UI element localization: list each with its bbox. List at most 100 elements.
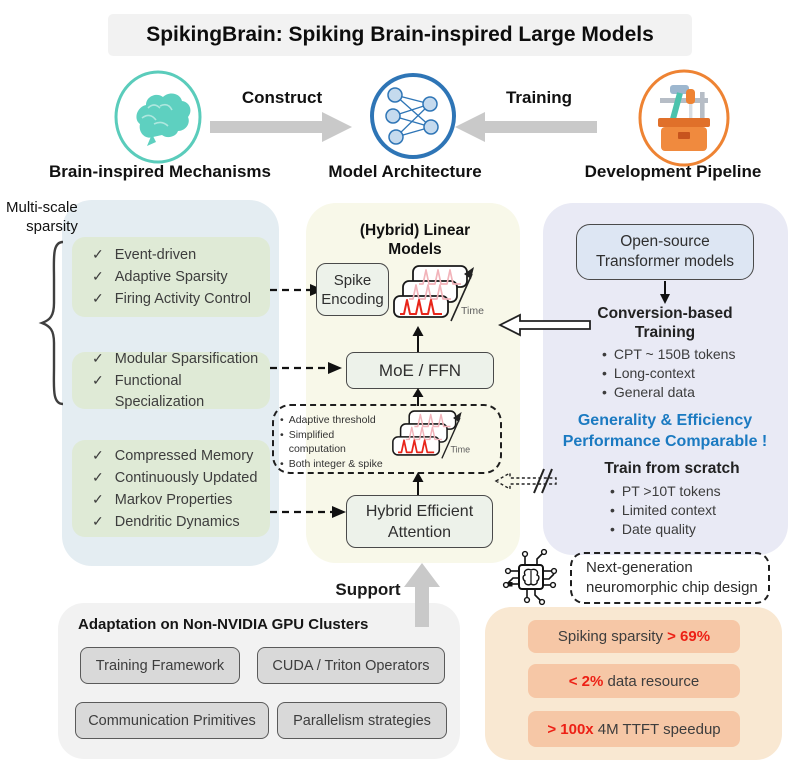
check-item-label: Continuously Updated xyxy=(114,469,258,486)
support-arrow-icon xyxy=(404,563,440,627)
construct-arrow-icon xyxy=(210,112,352,142)
check-item-label: Event-driven xyxy=(114,247,197,263)
bullet-icon: • xyxy=(280,414,284,426)
title-banner: SpikingBrain: Spiking Brain-inspired Lar… xyxy=(108,14,692,56)
bullet-icon: • xyxy=(602,365,607,381)
check-item: ✓ Functional Specialization xyxy=(92,370,270,413)
communication-primitives-box: Communication Primitives xyxy=(75,702,269,739)
check-icon: ✓ xyxy=(92,372,104,388)
architecture-caption: Model Architecture xyxy=(328,162,482,181)
bullet-item: •General data xyxy=(602,384,695,400)
bullet-icon: • xyxy=(610,483,615,499)
result-row-speedup: > 100x 4M TTFT speedup xyxy=(528,711,740,747)
support-label: Support xyxy=(335,580,401,599)
check-item-label: Adaptive Sparsity xyxy=(114,269,228,285)
spiking-neuron-dashed-box xyxy=(272,404,502,474)
check-item: ✓ Continuously Updated xyxy=(92,467,270,489)
spike-encoding-box: Spike Encoding xyxy=(316,263,389,316)
brace-icon xyxy=(38,240,64,406)
spiking-neuron-notes: •Adaptive threshold •Simplified computat… xyxy=(280,413,392,471)
check-item-label: Firing Activity Control xyxy=(114,291,251,307)
check-item-label: Functional Specialization xyxy=(114,373,205,410)
dashed-arrow-icon xyxy=(270,506,346,518)
training-framework-box: Training Framework xyxy=(80,647,240,684)
check-item-label: Dendritic Dynamics xyxy=(114,513,240,530)
bullet-item: •PT >10T tokens xyxy=(610,483,721,499)
check-item-label: Markov Properties xyxy=(114,491,233,508)
bullet-item: •CPT ~ 150B tokens xyxy=(602,346,736,362)
result-highlight: > 100x xyxy=(547,720,594,738)
check-icon: ✓ xyxy=(92,490,104,507)
comparable-note: Generality & Efficiency Performance Comp… xyxy=(562,412,768,450)
construct-label: Construct xyxy=(241,88,323,107)
check-item: ✓ Markov Properties xyxy=(92,489,270,511)
spike-train-stack-icon: Time xyxy=(393,265,484,322)
open-source-box: Open-source Transformer models xyxy=(576,224,754,280)
moe-ffn-box: MoE / FFN xyxy=(346,352,494,389)
check-item: ✓ Compressed Memory xyxy=(92,445,270,467)
gpu-panel-title: Adaptation on Non-NVIDIA GPU Clusters xyxy=(78,616,369,633)
note-item: •Simplified computation xyxy=(280,428,346,456)
check-icon: ✓ xyxy=(92,350,104,366)
brain-caption: Brain-inspired Mechanisms xyxy=(48,162,271,181)
brain-icon xyxy=(114,70,202,164)
up-arrow-icon xyxy=(412,472,424,496)
check-icon: ✓ xyxy=(92,468,104,485)
multiscale-annotation: Multi-scale sparsity xyxy=(6,199,78,235)
network-icon xyxy=(370,73,456,159)
mechanism-group-3: ✓ Compressed Memory ✓ Continuously Updated… xyxy=(72,440,270,537)
note-item: •Adaptive threshold xyxy=(280,414,376,426)
time-label: Time xyxy=(450,444,470,454)
check-item-label: Compressed Memory xyxy=(114,447,254,464)
conversion-bullets: •CPT ~ 150B tokens •Long-context •Genera… xyxy=(602,345,735,402)
check-icon: ✓ xyxy=(92,290,104,306)
mechanism-group-2: ✓ Modular Sparsification ✓ Functional Spec… xyxy=(72,350,270,410)
conversion-title: Conversion-based Training xyxy=(597,305,733,341)
hollow-arrow-icon xyxy=(498,313,591,337)
result-highlight: < 2% xyxy=(568,672,604,690)
chip-design-note: Next-generation neuromorphic chip design xyxy=(570,552,770,604)
bullet-icon: • xyxy=(610,521,615,537)
pipeline-caption: Development Pipeline xyxy=(584,162,762,181)
check-item-label: Modular Sparsification xyxy=(114,351,259,367)
check-icon: ✓ xyxy=(92,446,104,463)
check-icon: ✓ xyxy=(92,512,104,529)
training-label: Training xyxy=(505,88,573,107)
check-item: ✓ Event-driven xyxy=(92,244,270,266)
bullet-item: •Long-context xyxy=(602,365,695,381)
mechanism-group-1: ✓ Event-driven ✓ Adaptive Sparsity ✓ Firing… xyxy=(72,237,270,317)
bullet-item: •Limited context xyxy=(610,502,717,518)
check-item: ✓ Adaptive Sparsity xyxy=(92,266,270,288)
bullet-icon: • xyxy=(602,346,607,362)
page-title: SpikingBrain: Spiking Brain-inspired Lar… xyxy=(146,23,654,46)
scratch-title: Train from scratch xyxy=(604,460,740,477)
note-item: •Both integer & spike xyxy=(280,457,383,470)
mid-panel-title: (Hybrid) Linear Models xyxy=(359,222,471,258)
training-arrow-icon xyxy=(455,112,597,142)
bullet-icon: • xyxy=(280,457,284,470)
neuromorphic-chip-icon xyxy=(502,548,558,606)
dashed-arrow-icon xyxy=(270,362,342,374)
spike-train-stack-icon: Time xyxy=(392,410,470,459)
hybrid-attention-box: Hybrid Efficient Attention xyxy=(346,495,493,548)
result-row-data: < 2% data resource xyxy=(528,664,740,698)
bullet-item: •Date quality xyxy=(610,521,696,537)
scratch-bullets: •PT >10T tokens •Limited context •Date q… xyxy=(610,482,721,539)
check-icon: ✓ xyxy=(92,268,104,284)
bullet-icon: • xyxy=(610,502,615,518)
up-arrow-icon xyxy=(412,326,424,354)
time-label: Time xyxy=(461,305,484,317)
check-item: ✓ Dendritic Dynamics xyxy=(92,511,270,533)
check-icon: ✓ xyxy=(92,246,104,262)
down-arrow-icon xyxy=(660,281,670,304)
bullet-icon: • xyxy=(280,428,284,441)
result-row-sparsity: Spiking sparsity > 69% xyxy=(528,620,740,653)
dashed-broken-arrow-icon xyxy=(494,468,557,494)
check-item: ✓ Firing Activity Control xyxy=(92,288,270,310)
cuda-triton-box: CUDA / Triton Operators xyxy=(257,647,445,684)
result-highlight: > 69% xyxy=(667,628,711,645)
parallelism-strategies-box: Parallelism strategies xyxy=(277,702,447,739)
bullet-icon: • xyxy=(602,384,607,400)
toolbox-icon xyxy=(638,69,730,167)
